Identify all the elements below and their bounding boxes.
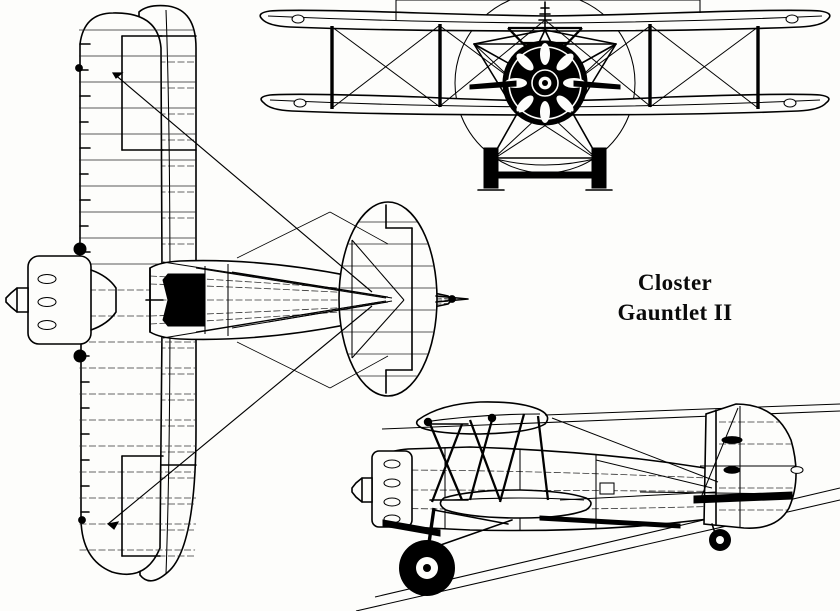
plan-leader-lines (106, 72, 373, 530)
front-interplane-struts (330, 24, 760, 109)
side-fin-fitting-mid (723, 466, 741, 474)
side-exhaust-port-2 (383, 478, 401, 488)
side-interplane-struts (428, 413, 550, 503)
plan-view (5, 4, 469, 582)
side-strut-fittings (423, 413, 497, 501)
front-nav-light-left (291, 14, 305, 24)
plan-wing-fitting-front (73, 242, 87, 256)
front-axle-fairing (491, 157, 599, 166)
side-fuselage-panel (599, 482, 615, 495)
front-mast (538, 1, 552, 31)
plan-wingtip-fitting-lower (78, 516, 86, 524)
plan-wing-bracing (236, 211, 389, 389)
side-wheel-hub (423, 564, 431, 572)
plan-engine-cowling (5, 255, 117, 345)
side-spinner (351, 477, 373, 503)
side-fin-fitting-upper (721, 436, 743, 444)
side-view (351, 401, 840, 611)
plan-cockpit-opening (162, 273, 206, 327)
front-axle (497, 171, 593, 179)
side-exhaust-port-3 (383, 497, 401, 507)
plan-horizontal-stabilizer (338, 201, 438, 397)
side-tail-wheel (709, 523, 731, 551)
front-nav-light-right (785, 14, 799, 24)
title-block: Closter Gauntlet II (560, 268, 790, 329)
front-bracing-wires (331, 19, 759, 109)
front-wheel-left (483, 147, 499, 189)
front-view (259, 0, 831, 191)
side-exhaust-port-1 (383, 459, 401, 469)
front-propeller-blades (469, 80, 621, 90)
side-engine-cowling (351, 450, 413, 528)
side-lower-fuselage-edge (539, 515, 681, 529)
side-landing-gear (382, 507, 513, 596)
plan-exhaust-port-1 (37, 273, 57, 285)
plan-fuselage (145, 259, 454, 341)
plan-spinner (5, 287, 29, 313)
plan-exhaust-port-2 (37, 296, 57, 308)
plan-rigging-wires (162, 261, 393, 339)
front-lower-nav-light-left (293, 98, 307, 108)
side-rigging-wires (551, 417, 719, 501)
side-upper-wing (381, 401, 840, 435)
side-lower-wing (439, 489, 592, 519)
front-wheel-right (591, 147, 607, 189)
plan-wingtip-fitting-upper (75, 64, 83, 72)
plan-upper-aileron (121, 35, 164, 557)
side-rudder-tip-light (790, 466, 804, 474)
plan-tail-cone (448, 295, 456, 303)
plan-exhaust-port-3 (37, 319, 57, 331)
plan-wing-fitting-rear (73, 349, 87, 363)
title-line-2: Gauntlet II (617, 300, 733, 326)
side-horizontal-stabilizer (639, 491, 793, 504)
title-line-1: Closter (637, 270, 713, 295)
front-lower-nav-light-right (783, 98, 797, 108)
